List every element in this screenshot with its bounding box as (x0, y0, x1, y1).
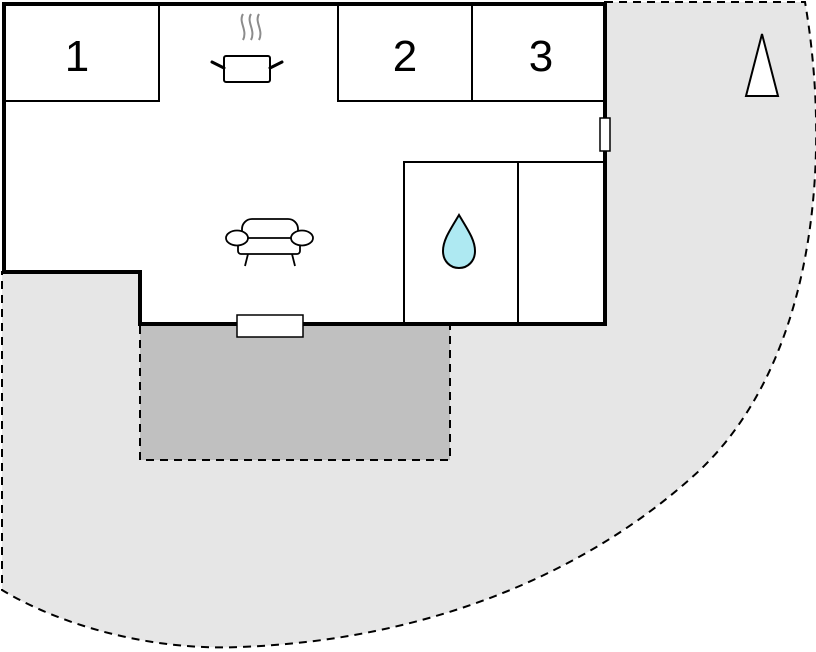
room-1-bedroom (3, 3, 160, 102)
exterior-walls (2, 2, 607, 326)
door-terrace (236, 314, 304, 338)
window-east (599, 117, 611, 152)
room-1-label: 1 (65, 32, 89, 81)
cooking-pot-icon (210, 13, 284, 83)
room-3-bedroom (471, 3, 606, 102)
room-3-label: 3 (529, 32, 553, 81)
north-arrow-icon (744, 33, 780, 97)
room-2-label: 2 (393, 32, 417, 81)
water-drop-icon (441, 213, 477, 270)
utility-room (517, 161, 606, 325)
terrace-area (139, 323, 451, 461)
sofa-icon (225, 218, 314, 267)
